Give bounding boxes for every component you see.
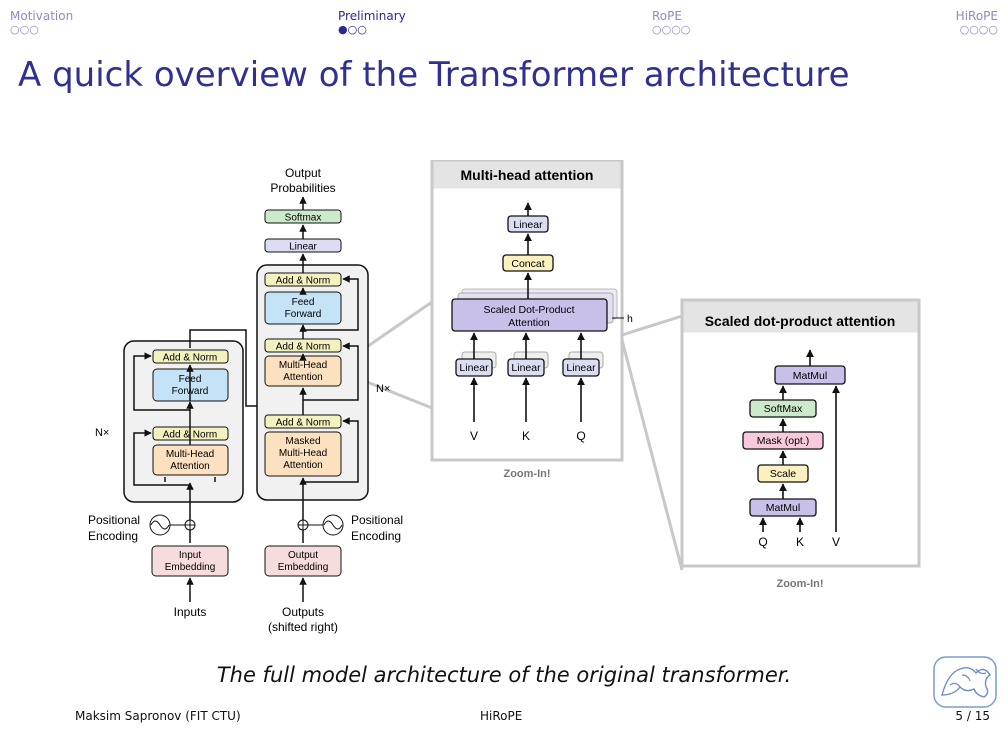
nav-label: Preliminary: [338, 9, 406, 23]
mha-zoom-panel: Multi-head attention Linear Concat Scale…: [430, 160, 633, 480]
mha-heads-label: h: [627, 313, 633, 325]
sdpa-zoom-label: Zoom-In!: [776, 578, 823, 590]
nav-progress-dots[interactable]: ○○○: [10, 23, 39, 36]
decoder-masked-mha: [264, 431, 342, 477]
decoder-masked-2: Multi-Head: [279, 448, 327, 459]
encoder-nx-label: N×: [95, 427, 109, 439]
mha-input-k: K: [522, 429, 530, 443]
nav-label: HiRoPE: [955, 9, 998, 23]
decoder-outputs-1: Outputs: [282, 605, 324, 619]
encoder-input-embedding: [151, 545, 229, 577]
mha-concat-label: Concat: [511, 258, 544, 270]
decoder-emb-1: Output: [288, 550, 318, 561]
decoder-emb-2: Embedding: [278, 562, 329, 573]
sdpa-panel-heading: Scaled dot-product attention: [705, 313, 896, 329]
decoder-output-embedding: [264, 545, 342, 577]
ctu-lion-logo-icon: [933, 656, 997, 708]
output-probs-1: Output: [285, 166, 322, 180]
mha-sdpa-label-1: Scaled Dot-Product: [483, 304, 574, 316]
encoder-pos-enc-1: Positional: [88, 513, 140, 527]
sdpa-scale-label: Scale: [770, 468, 796, 480]
sdpa-input-q: Q: [758, 535, 767, 549]
nav-label: Motivation: [10, 9, 74, 23]
nav-section-rope[interactable]: RoPE ○○○○: [652, 9, 690, 35]
decoder-outputs-2: (shifted right): [268, 620, 338, 634]
nav-progress-dots[interactable]: ●○○: [338, 23, 367, 36]
decoder-add-norm-top-label: Add & Norm: [276, 276, 330, 287]
encoder-emb-2: Embedding: [165, 562, 216, 573]
slide-title: A quick overview of the Transformer arch…: [18, 55, 850, 95]
footer-author: Maksim Sapronov (FIT CTU): [75, 709, 241, 723]
sdpa-zoom-panel: Scaled dot-product attention MatMul Soft…: [680, 298, 921, 590]
mha-sdpa-block: [451, 298, 608, 332]
decoder-linear-label: Linear: [289, 242, 317, 253]
sdpa-mask-label: Mask (opt.): [757, 435, 810, 447]
decoder-ff-1: Feed: [292, 297, 315, 308]
mha-linear-top-label: Linear: [513, 219, 543, 231]
nav-label: RoPE: [652, 9, 682, 23]
nav-section-motivation[interactable]: Motivation ○○○: [10, 9, 73, 35]
mha-linear-v-label: Linear: [459, 362, 489, 374]
mha-input-q: Q: [576, 429, 585, 443]
encoder-add-norm-top-label: Add & Norm: [163, 353, 217, 364]
decoder-stack: Output Probabilities Softmax Linear Add …: [256, 166, 403, 634]
encoder-stack: Add & Norm Feed Forward Add & Norm Multi…: [88, 329, 262, 619]
decoder-mha-2: Attention: [283, 372, 322, 383]
nav-progress-dots[interactable]: ○○○○: [652, 23, 691, 36]
encoder-mha-label-2: Attention: [170, 461, 209, 472]
sdpa-softmax-label: SoftMax: [764, 403, 803, 415]
sdpa-input-k: K: [796, 535, 804, 549]
mha-zoom-label: Zoom-In!: [503, 468, 550, 480]
decoder-ff-2: Forward: [285, 309, 322, 320]
encoder-pos-enc-2: Encoding: [88, 529, 138, 543]
encoder-inputs-label: Inputs: [174, 605, 207, 619]
decoder-add-norm-bottom-label: Add & Norm: [276, 418, 330, 429]
encoder-layer-frame: [123, 340, 244, 503]
sdpa-matmul-top-label: MatMul: [793, 370, 827, 382]
decoder-add-norm-mid-label: Add & Norm: [276, 342, 330, 353]
mha-sdpa-label-2: Attention: [508, 317, 550, 329]
output-probs-2: Probabilities: [270, 181, 335, 195]
encoder-mha-label-1: Multi-Head: [166, 449, 214, 460]
decoder-pos-enc-2: Encoding: [351, 529, 401, 543]
mha-input-v: V: [470, 429, 478, 443]
sdpa-matmul-bottom-label: MatMul: [766, 502, 800, 514]
nav-section-preliminary[interactable]: Preliminary ●○○: [338, 9, 406, 35]
encoder-emb-1: Input: [179, 550, 201, 561]
figure-caption: The full model architecture of the origi…: [216, 663, 792, 687]
mha-panel-heading: Multi-head attention: [461, 167, 594, 183]
footer-title: HiRoPE: [480, 709, 523, 723]
mha-linear-q-label: Linear: [566, 362, 596, 374]
nav-progress-dots[interactable]: ○○○○: [959, 23, 998, 36]
decoder-mha-1: Multi-Head: [279, 360, 327, 371]
decoder-pos-enc-1: Positional: [351, 513, 403, 527]
mha-linear-k-label: Linear: [511, 362, 541, 374]
decoder-softmax-label: Softmax: [285, 213, 322, 224]
nav-section-hirope[interactable]: HiRoPE ○○○○: [956, 9, 998, 35]
decoder-nx-label: N×: [376, 383, 390, 395]
encoder-add-norm-top: [152, 349, 229, 364]
transformer-diagram: Add & Norm Feed Forward Add & Norm Multi…: [88, 160, 921, 634]
decoder-masked-1: Masked: [285, 436, 320, 447]
sdpa-input-v: V: [832, 535, 840, 549]
decoder-masked-3: Attention: [283, 460, 322, 471]
footer-page-number: 5 / 15: [955, 709, 990, 723]
